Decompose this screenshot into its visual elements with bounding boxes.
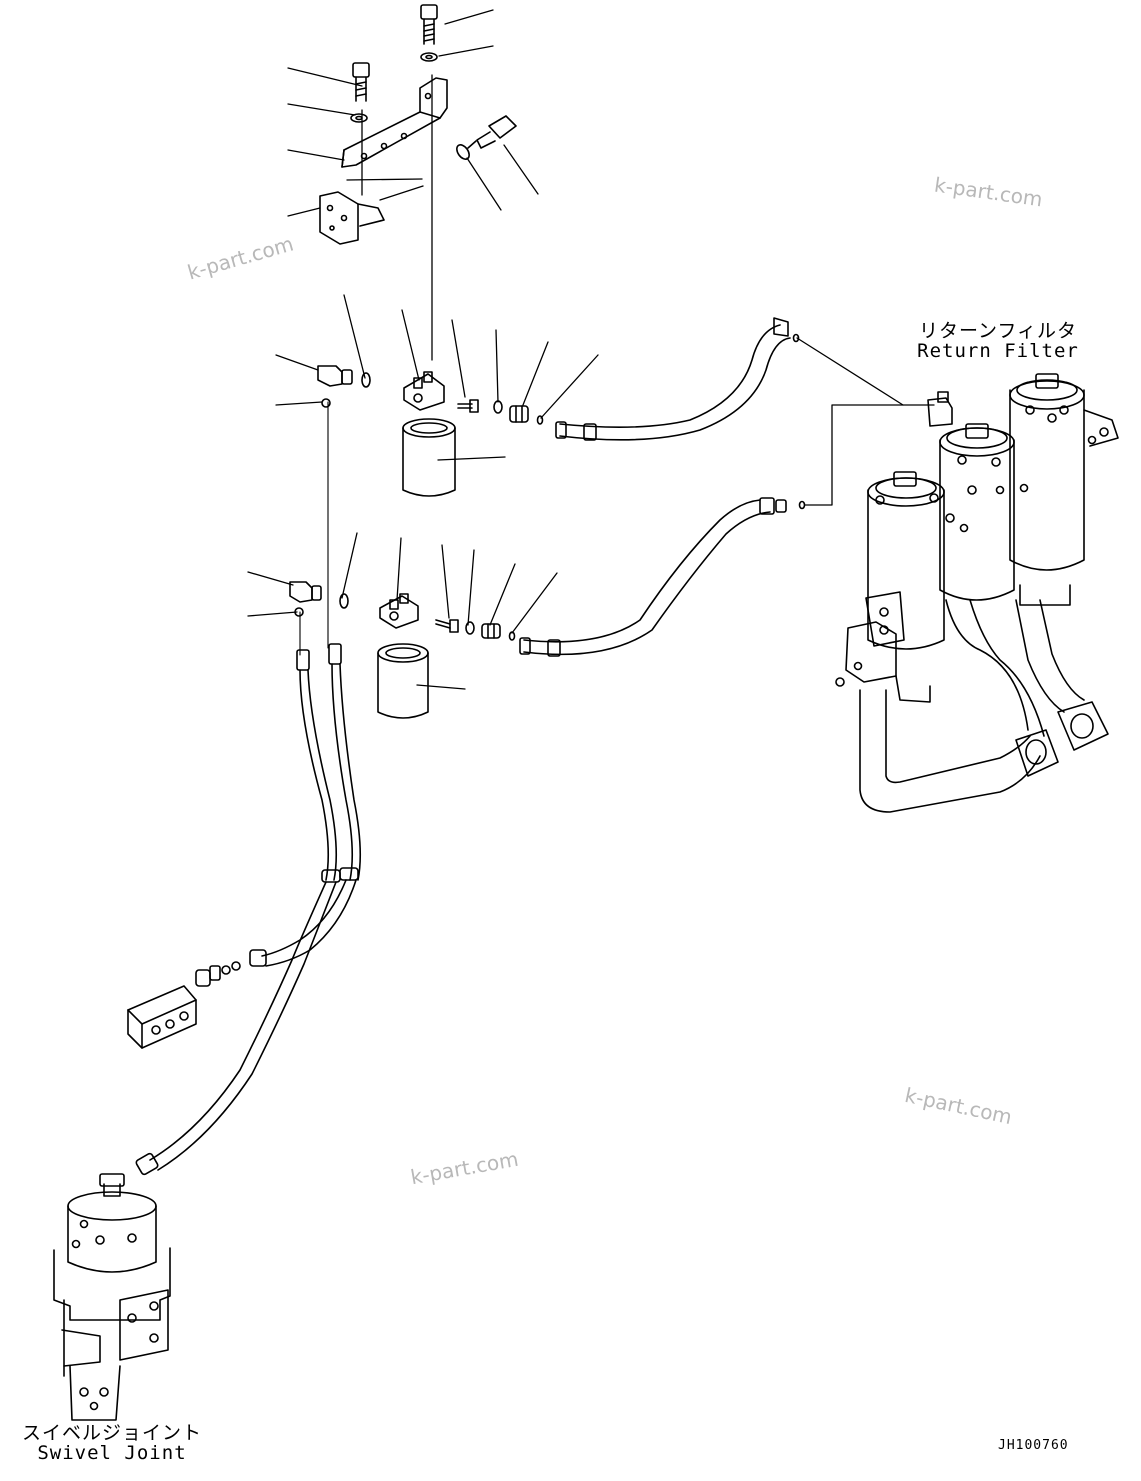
upper-plug: [457, 399, 479, 413]
swivel-joint-label-en: Swivel Joint: [37, 1442, 187, 1464]
upper-adapter: [509, 405, 529, 423]
lower-bracket: [319, 191, 385, 245]
mounting-bracket: [341, 77, 448, 168]
swivel-joint: [53, 1173, 171, 1421]
return-filter-unit: [835, 373, 1119, 813]
swivel-joint-label-jp: スイベルジョイント: [21, 1422, 202, 1444]
upper-filter-head: [403, 371, 445, 411]
upper-small-ring: [536, 415, 544, 425]
swivel-hoses: [135, 643, 362, 1176]
leader-lines: [247, 9, 935, 690]
lower-filter-head: [379, 593, 419, 629]
drawing-code: JH100760: [998, 1438, 1069, 1453]
upper-o-ring: [361, 372, 371, 388]
lower-small-ring: [508, 631, 516, 641]
upper-seal: [493, 400, 503, 414]
upper-return-hose: [555, 317, 800, 441]
upper-elbow-fitting: [317, 365, 353, 408]
return-filter-label-jp: リターンフィルタ: [918, 320, 1078, 342]
lower-elbow-fitting: [289, 581, 322, 617]
lower-filter-element: [377, 643, 429, 719]
manifold-block: [127, 961, 241, 1049]
lower-seal: [465, 621, 475, 635]
lower-return-hose: [519, 497, 806, 657]
lower-adapter: [481, 623, 501, 639]
lower-plug: [435, 619, 459, 633]
upper-bolt: [420, 4, 438, 62]
lower-o-ring: [339, 593, 349, 609]
side-bolt: [456, 115, 517, 160]
upper-filter-element: [402, 418, 456, 497]
return-filter-label-en: Return Filter: [917, 340, 1079, 362]
bracket-bolt: [350, 62, 370, 123]
